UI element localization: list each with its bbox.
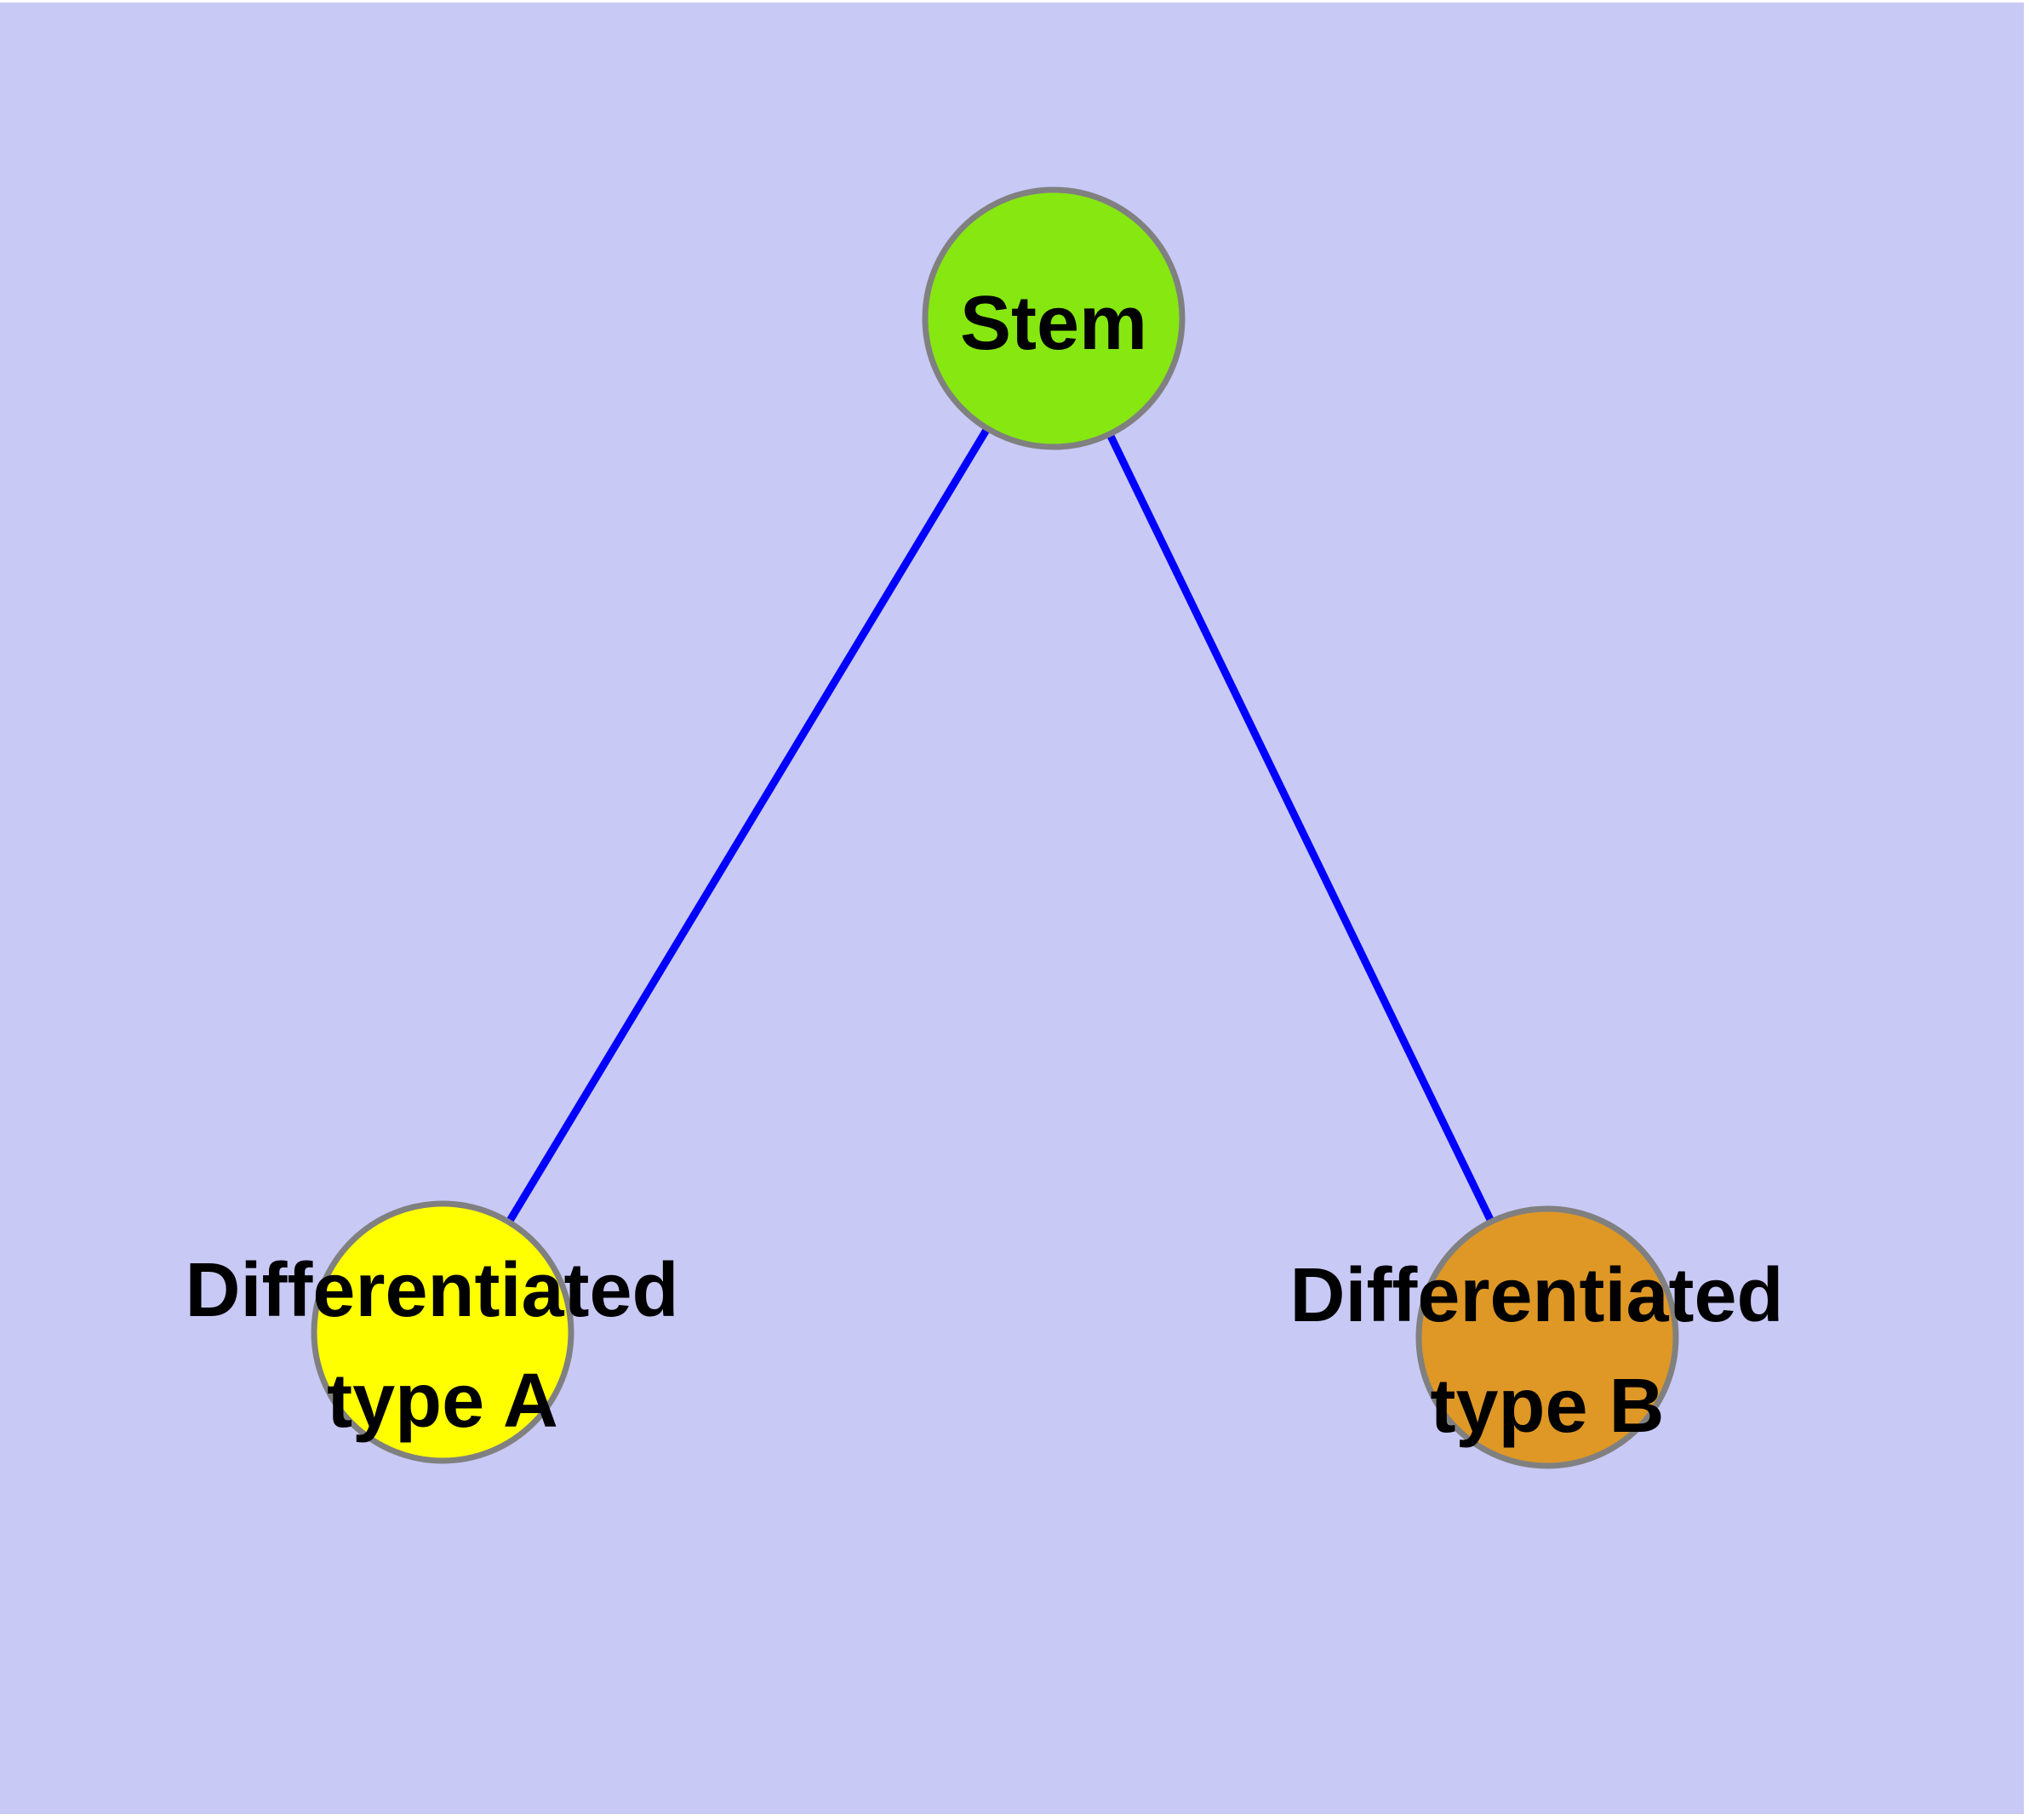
node-typeB-label-line1: Differentiated (1289, 1253, 1783, 1338)
edge-stem-to-typeA (439, 316, 1057, 1335)
edge-group (439, 316, 1552, 1339)
node-typeB-label: Differentiated type B (1289, 1253, 1804, 1449)
node-differentiated-type-a (311, 1200, 574, 1464)
label-group: Stem Differentiated type A Differentiate… (185, 281, 1804, 1449)
node-stem (922, 186, 1186, 450)
node-stem-label: Stem (960, 281, 1147, 366)
node-differentiated-type-b (1415, 1205, 1679, 1469)
edge-stem-to-typeB (1049, 317, 1552, 1339)
node-typeB-label-line2: type B (1430, 1364, 1664, 1449)
node-typeA-label: Differentiated type A (185, 1248, 700, 1444)
node-typeA-label-line1: Differentiated (185, 1248, 678, 1333)
node-typeA-label-line2: type A (327, 1359, 558, 1444)
node-group (311, 186, 1679, 1469)
